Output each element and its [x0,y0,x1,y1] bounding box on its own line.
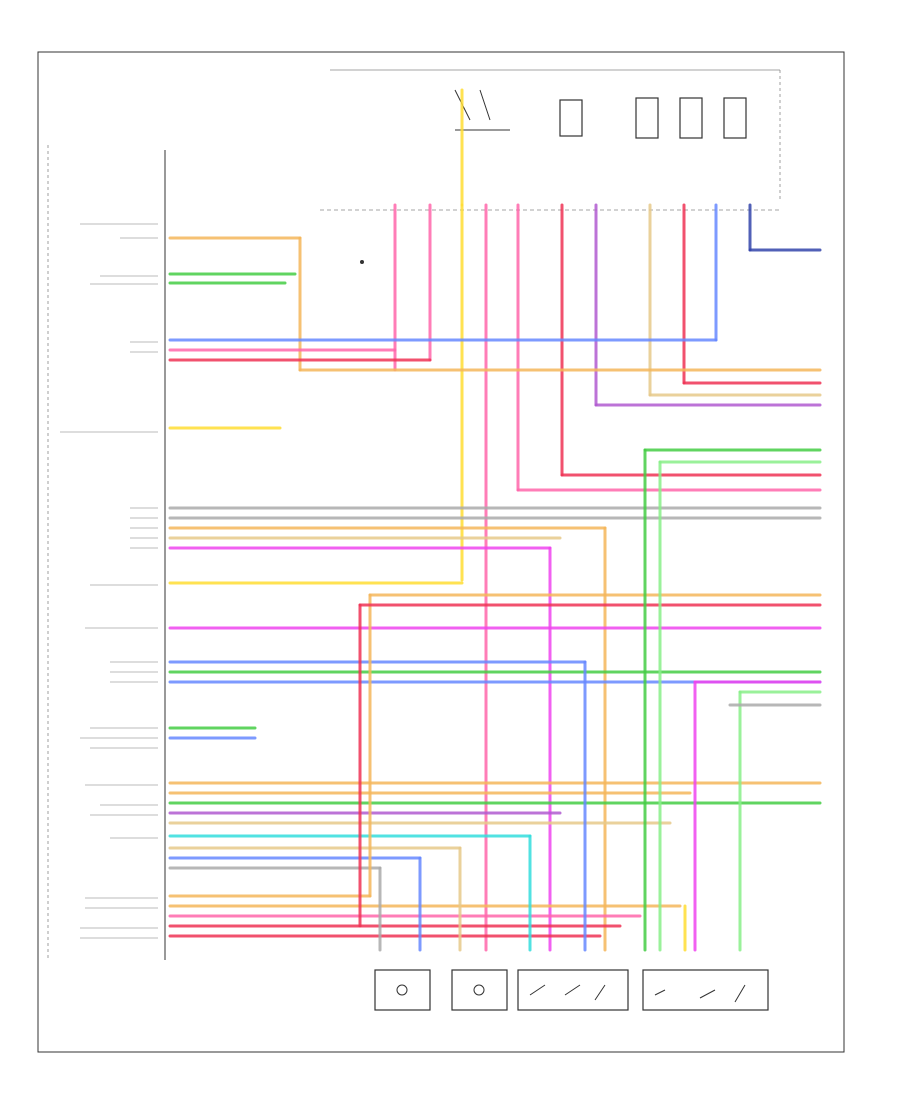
module-box-2 [642,969,769,1011]
bottom-components [374,969,769,1011]
sensor-1-box [374,969,431,1011]
fuse-block-1 [559,99,583,137]
module-2-switch [654,984,746,1003]
fuse-block-2 [635,97,659,139]
fuse-block-4 [723,97,747,139]
fuse-block-3 [679,97,703,139]
diagram-frame [37,51,845,1053]
sensor-2-symbol [473,984,485,996]
top-components [360,89,747,264]
relay-switch [454,89,510,131]
sensor-1-symbol [396,984,408,996]
vertical-drops [393,88,752,952]
sensor-2-box [451,969,508,1011]
splice-point [360,260,364,264]
right-wires [358,248,822,952]
label-marks [60,223,158,939]
ecm-wires [168,236,822,952]
module-1-switch [529,984,606,1001]
